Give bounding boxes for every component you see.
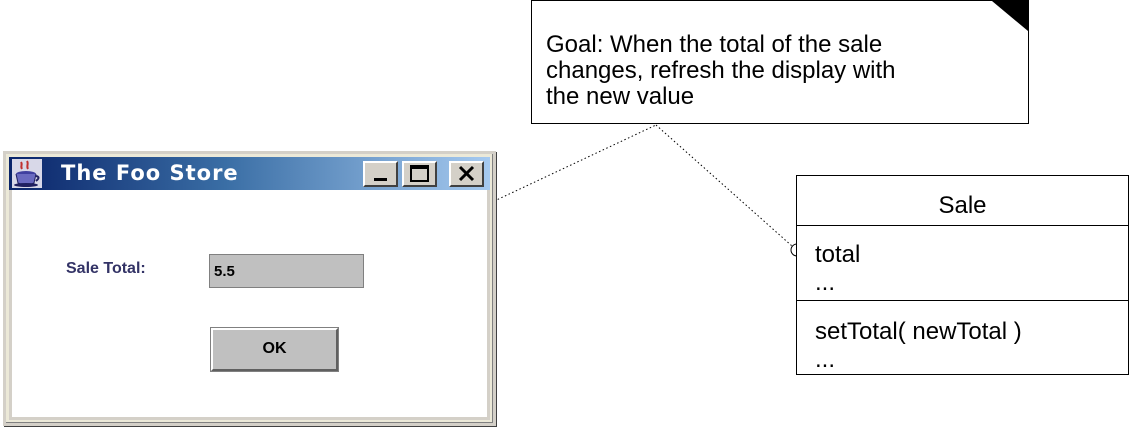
- uml-attribute-ellipsis: ...: [815, 269, 836, 296]
- window-title: The Foo Store: [61, 161, 239, 185]
- note-to-attribute-connector: [655, 124, 793, 247]
- minimize-button[interactable]: [363, 161, 398, 187]
- uml-class-name: Sale: [797, 176, 1128, 226]
- window-titlebar[interactable]: The Foo Store: [9, 157, 490, 190]
- close-icon: [458, 165, 475, 182]
- close-button[interactable]: [449, 161, 484, 187]
- uml-note: Goal: When the total of the sale changes…: [531, 0, 1029, 124]
- java-coffee-cup-icon: [12, 159, 42, 188]
- maximize-icon: [410, 165, 429, 182]
- ok-button[interactable]: OK: [210, 327, 339, 372]
- sale-total-field[interactable]: 5.5: [209, 254, 364, 288]
- uml-attributes: total ...: [797, 226, 1128, 301]
- sale-total-label: Sale Total:: [66, 260, 146, 277]
- minimize-icon: [374, 178, 387, 181]
- foo-store-window: The Foo Store Sale Total: 5.5 OK: [3, 151, 496, 426]
- uml-operations: setTotal( newTotal ) ...: [797, 301, 1128, 374]
- window-client-area: Sale Total: 5.5 OK: [9, 190, 490, 420]
- uml-operation-settotal: setTotal( newTotal ): [815, 318, 1022, 345]
- uml-attribute-total: total: [815, 241, 861, 268]
- note-folded-corner: [992, 1, 1028, 31]
- note-text: Goal: When the total of the sale changes…: [546, 31, 896, 110]
- uml-operation-ellipsis: ...: [815, 346, 836, 373]
- maximize-button[interactable]: [402, 161, 437, 187]
- uml-class-sale: Sale total ... setTotal( newTotal ) ...: [796, 175, 1129, 375]
- window-content: Sale Total: 5.5 OK: [12, 190, 487, 417]
